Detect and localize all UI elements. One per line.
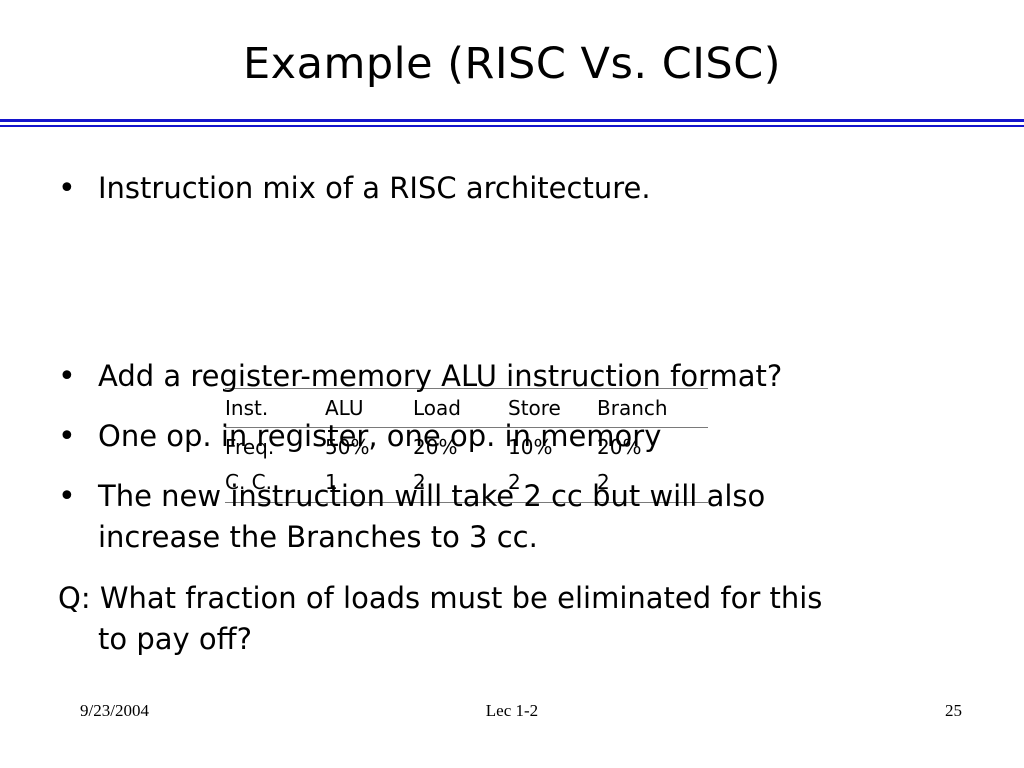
table-rule-top — [225, 388, 708, 389]
body-content: • Instruction mix of a RISC architecture… — [0, 160, 1024, 680]
question-line-2: to pay off? — [98, 622, 253, 656]
table-cell-freq-alu: 50% — [325, 435, 370, 459]
bullet-text-3: One op. in register, one op. in memory — [98, 419, 662, 453]
bullet-marker-icon: • — [58, 479, 76, 514]
title-divider — [0, 119, 1024, 128]
table-header-row: Inst. ALU Load Store Branch — [225, 389, 708, 427]
table-body: Freq. 50% 20% 10% 20% C. C. 1 2 2 2 — [225, 428, 708, 502]
table-cell-cc-alu: 1 — [325, 470, 338, 494]
table-cell-cc-store: 2 — [508, 470, 521, 494]
footer-lecture-label: Lec 1-2 — [485, 701, 539, 720]
table-row: Freq. 50% 20% 10% 20% — [225, 428, 708, 463]
table-header-cell-store: Store — [508, 396, 561, 420]
bullet-text-4-line-1: The new instruction will take 2 cc but w… — [98, 479, 766, 513]
title-area: Example (RISC Vs. CISC) — [0, 38, 1024, 90]
bullet-text-4-line-2: increase the Branches to 3 cc. — [98, 520, 538, 554]
table-row: C. C. 1 2 2 2 — [225, 463, 708, 502]
page-title: Example (RISC Vs. CISC) — [243, 39, 781, 89]
table-rule-bottom — [225, 502, 708, 503]
table-header-cell-branch: Branch — [597, 396, 668, 420]
bullet-marker-icon: • — [58, 171, 76, 206]
table-cell-cc-load: 2 — [413, 470, 426, 494]
table-cell-cc-label: C. C. — [225, 470, 273, 494]
table-cell-freq-store: 10% — [508, 435, 553, 459]
table-header-cell-inst: Inst. — [225, 396, 269, 420]
question-line-1: Q: What fraction of loads must be elimin… — [58, 581, 823, 615]
question-text: Q: What fraction of loads must be elimin… — [58, 578, 958, 660]
table-rule-under-header — [225, 427, 708, 428]
bullet-text-2: Add a register-memory ALU instruction fo… — [98, 359, 783, 393]
table-header-cell-load: Load — [413, 396, 461, 420]
table: Inst. ALU Load Store Branch — [225, 389, 708, 427]
table-cell-freq-branch: 20% — [597, 435, 642, 459]
divider-line-upper — [0, 119, 1024, 122]
table-cell-freq-load: 20% — [413, 435, 458, 459]
bullet-marker-icon: • — [58, 419, 76, 454]
divider-line-lower — [0, 125, 1024, 127]
footer-date: 9/23/2004 — [80, 701, 149, 720]
table-cell-freq-label: Freq. — [225, 435, 275, 459]
bullet-text-4: The new instruction will take 2 cc but w… — [98, 476, 958, 558]
instruction-mix-table: Inst. ALU Load Store Branch Freq. 50% — [225, 388, 708, 503]
table-header-cell-alu: ALU — [325, 396, 364, 420]
footer-page-number: 25 — [945, 701, 962, 720]
bullet-marker-icon: • — [58, 359, 76, 394]
table-cell-cc-branch: 2 — [597, 470, 610, 494]
bullet-text-1: Instruction mix of a RISC architecture. — [98, 171, 651, 205]
slide-footer: 9/23/2004 Lec 1-2 25 — [0, 700, 1024, 730]
